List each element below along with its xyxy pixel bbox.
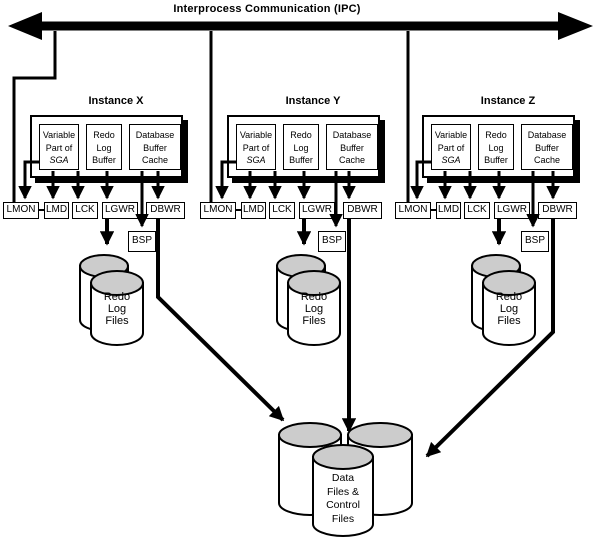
redo-log-buffer-box: Redo Log Buffer (283, 124, 319, 170)
lmd-process-box: LMD (241, 202, 266, 219)
bsp-process-box: BSP (318, 231, 346, 252)
redo-log-buffer-box: Redo Log Buffer (478, 124, 514, 170)
instance-title: Instance X (88, 95, 144, 107)
lck-process-box: LCK (464, 202, 490, 219)
bsp-process-box: BSP (521, 231, 549, 252)
variable-part-of-sga-box: Variable Part of SGA (39, 124, 79, 170)
database-buffer-cache-box: Database Buffer Cache (129, 124, 181, 170)
dbwr-process-box: DBWR (343, 202, 382, 219)
database-buffer-cache-box: Database Buffer Cache (326, 124, 378, 170)
variable-part-of-sga-box: Variable Part of SGA (236, 124, 276, 170)
lgwr-process-box: LGWR (494, 202, 530, 219)
lck-process-box: LCK (269, 202, 295, 219)
redo-log-buffer-box: Redo Log Buffer (86, 124, 122, 170)
dbwr-process-box: DBWR (146, 202, 185, 219)
instance-title: Instance Z (480, 95, 536, 107)
lck-process-box: LCK (72, 202, 98, 219)
instance-group: Instance X Variable Part of SGA Redo Log… (0, 0, 195, 544)
instance-title: Instance Y (285, 95, 341, 107)
lmd-process-box: LMD (44, 202, 69, 219)
database-buffer-cache-box: Database Buffer Cache (521, 124, 573, 170)
lmon-process-box: LMON (3, 202, 39, 219)
instance-group: Instance Y Variable Part of SGA Redo Log… (197, 0, 392, 544)
instance-group: Instance Z Variable Part of SGA Redo Log… (392, 0, 587, 544)
dbwr-process-box: DBWR (538, 202, 577, 219)
bsp-process-box: BSP (128, 231, 156, 252)
lmon-process-box: LMON (395, 202, 431, 219)
lmd-process-box: LMD (436, 202, 461, 219)
lmon-process-box: LMON (200, 202, 236, 219)
variable-part-of-sga-box: Variable Part of SGA (431, 124, 471, 170)
lgwr-process-box: LGWR (299, 202, 335, 219)
lgwr-process-box: LGWR (102, 202, 138, 219)
